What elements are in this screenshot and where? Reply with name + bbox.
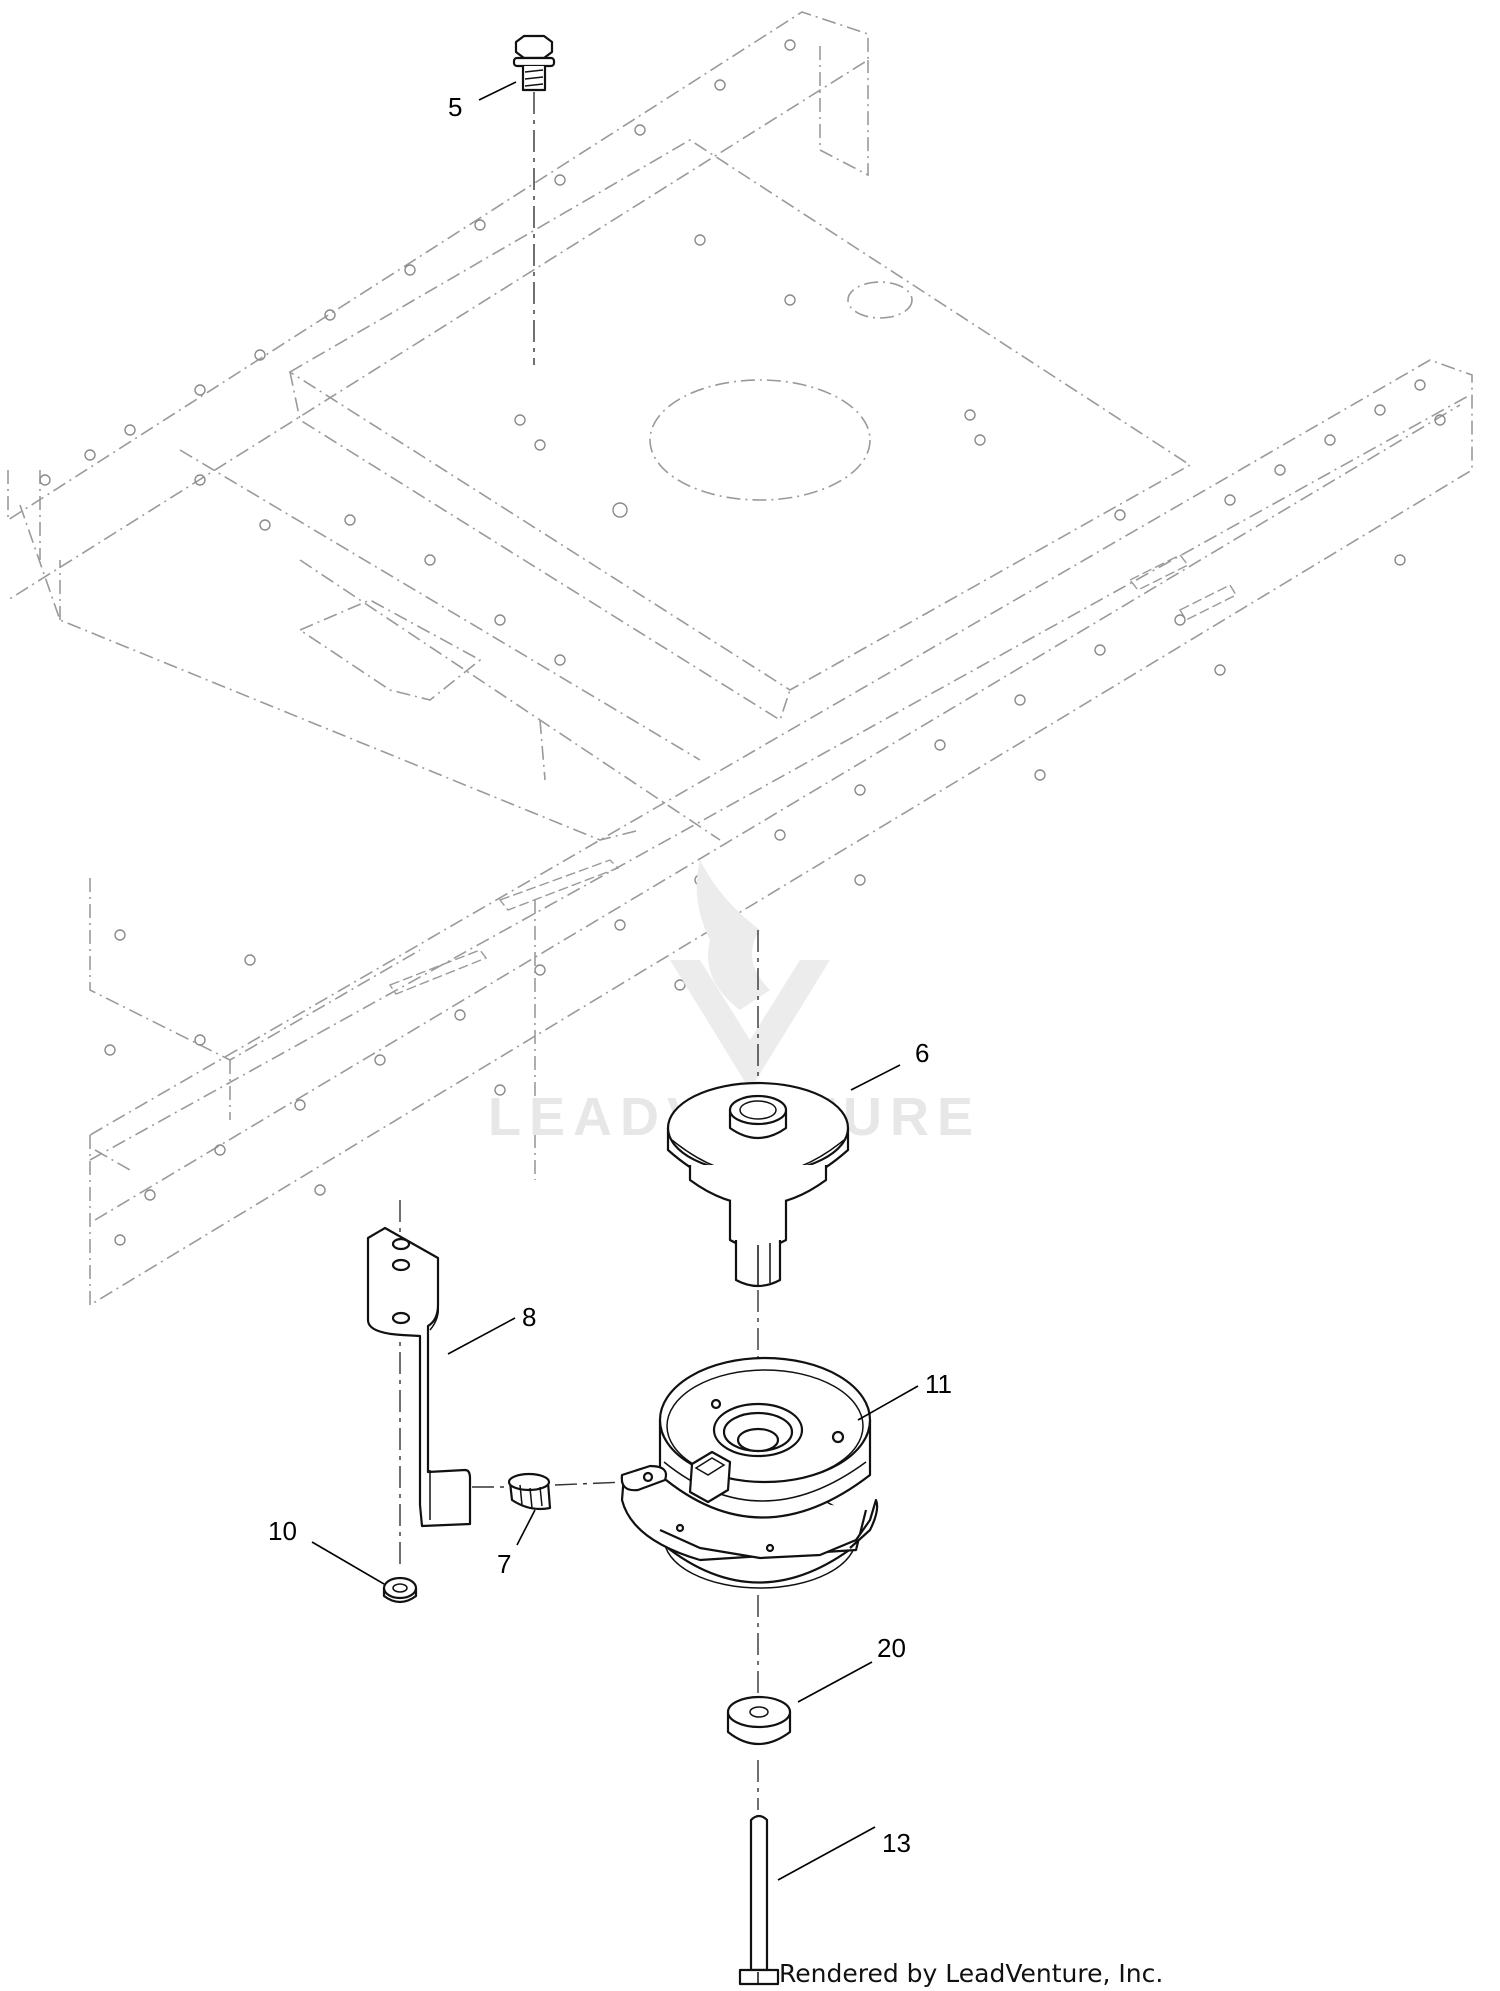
- part-13-long-bolt[interactable]: [738, 1814, 780, 1986]
- callout-10: 10: [268, 1516, 297, 1546]
- callout-11: 11: [925, 1369, 952, 1399]
- footer-credit: Rendered by LeadVenture, Inc.: [779, 1959, 1163, 1988]
- part-8-bracket[interactable]: [366, 1226, 472, 1528]
- part-6-pulley[interactable]: [666, 1081, 850, 1288]
- callout-20: 20: [877, 1633, 906, 1663]
- callout-13: 13: [882, 1828, 911, 1858]
- part-11-electric-clutch[interactable]: [620, 1356, 879, 1589]
- part-7-connector[interactable]: [507, 1472, 552, 1511]
- part-5-flange-bolt[interactable]: [512, 34, 556, 92]
- callout-7: 7: [497, 1549, 511, 1579]
- callout-8: 8: [522, 1302, 536, 1332]
- callout-5: 5: [448, 92, 462, 122]
- frame-holes: [39, 39, 1446, 1246]
- callout-6: 6: [915, 1038, 929, 1068]
- mower-frame-phantom: [7, 11, 1473, 1307]
- assembly-centerlines: [399, 92, 759, 1810]
- part-10-flange-nut[interactable]: [382, 1576, 418, 1604]
- part-20-spacer[interactable]: [726, 1695, 792, 1745]
